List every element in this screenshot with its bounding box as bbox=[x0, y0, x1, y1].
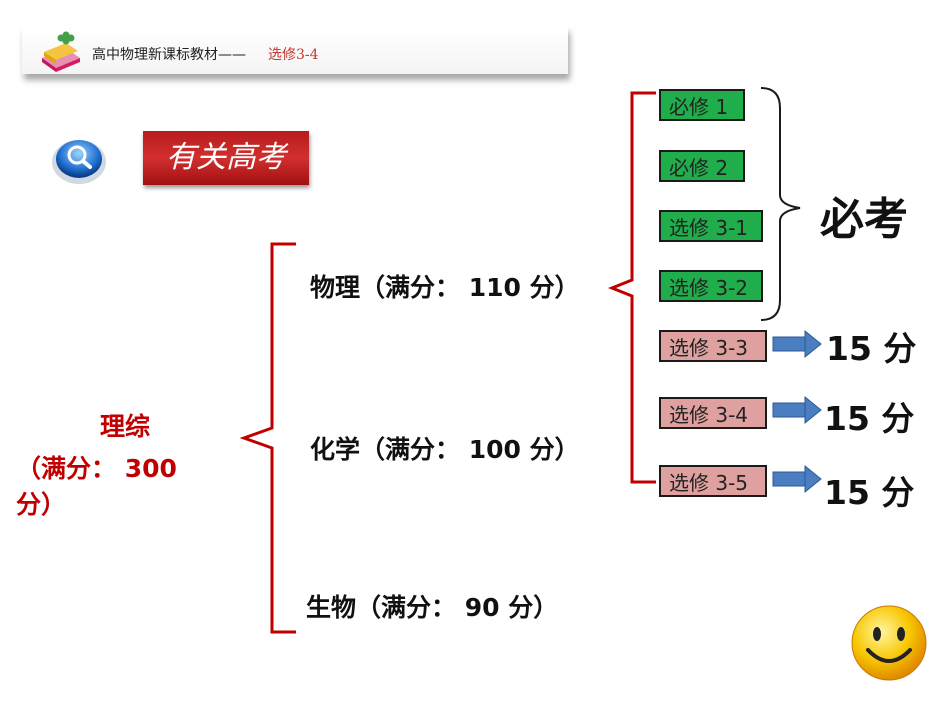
subject-biology: 生物（满分： 90 分） bbox=[306, 593, 559, 622]
header-title: 高中物理新课标教材—— bbox=[92, 47, 246, 63]
physics-bracket bbox=[607, 91, 656, 484]
score-3-3: 15 分 bbox=[826, 329, 917, 368]
module-required-1: 必修 1 bbox=[659, 89, 745, 121]
arrow-3-3 bbox=[772, 329, 822, 359]
magnifier-icon bbox=[52, 140, 106, 184]
score-3-5: 15 分 bbox=[824, 473, 915, 512]
module-elective-3-4: 选修 3-4 bbox=[659, 397, 767, 429]
required-label: 必考 bbox=[820, 194, 908, 245]
root-score: （满分： 300 bbox=[16, 454, 177, 483]
module-required-2: 必修 2 bbox=[659, 150, 745, 182]
header-subtitle: 选修3-4 bbox=[268, 47, 319, 63]
arrow-3-5 bbox=[772, 464, 822, 494]
section-label: 有关高考 bbox=[143, 131, 309, 185]
module-elective-3-2: 选修 3-2 bbox=[659, 270, 763, 302]
module-elective-3-3: 选修 3-3 bbox=[659, 330, 767, 362]
header-banner bbox=[22, 26, 568, 74]
books-logo-icon bbox=[42, 31, 80, 72]
root-score-unit: 分） bbox=[16, 490, 67, 519]
score-3-4: 15 分 bbox=[824, 399, 915, 438]
module-elective-3-1: 选修 3-1 bbox=[659, 210, 763, 242]
subject-physics: 物理（满分： 110 分） bbox=[310, 273, 580, 302]
required-brace bbox=[760, 87, 801, 321]
arrow-3-4 bbox=[772, 395, 822, 425]
module-elective-3-5: 选修 3-5 bbox=[659, 465, 767, 497]
smiley-icon bbox=[851, 605, 927, 681]
root-title: 理综 bbox=[100, 412, 151, 441]
root-bracket bbox=[239, 242, 296, 634]
subject-chemistry: 化学（满分： 100 分） bbox=[310, 435, 580, 464]
